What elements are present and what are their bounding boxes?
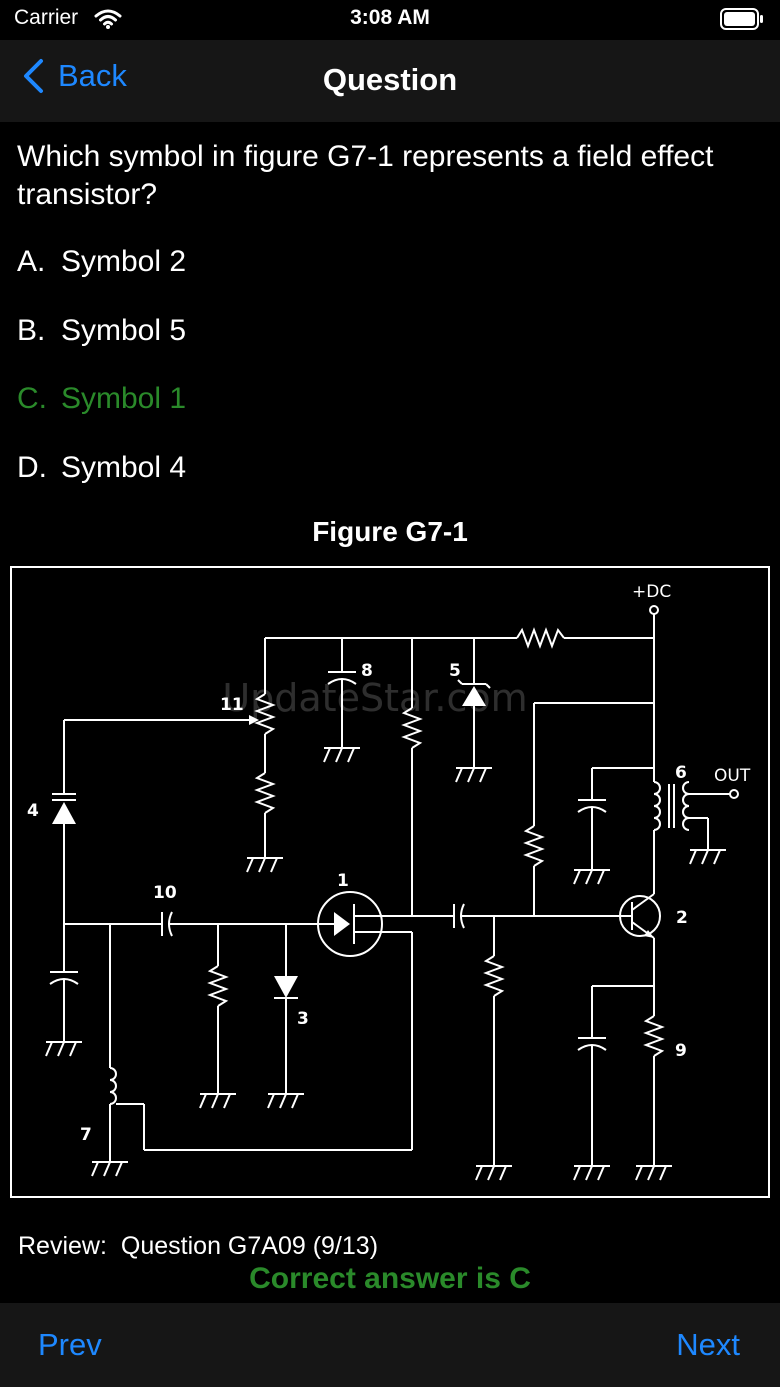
symbol-label-9: 9 (675, 1041, 687, 1061)
answer-letter: B. (17, 314, 46, 347)
clock: 3:08 AM (350, 6, 430, 29)
review-label: Review: (18, 1232, 107, 1260)
correct-answer-message: Correct answer is C (249, 1262, 531, 1295)
symbol-label-11: 11 (220, 695, 244, 715)
symbol-label-1: 1 (337, 871, 349, 891)
prev-button[interactable]: Prev (38, 1327, 102, 1362)
output-label: OUT (714, 766, 751, 786)
back-button[interactable]: Back (22, 58, 127, 94)
symbol-label-10: 10 (153, 883, 177, 903)
answer-option-c[interactable]: C. Symbol 1 (17, 379, 186, 419)
symbol-label-4: 4 (27, 801, 39, 821)
page-title: Question (322, 62, 458, 97)
symbol-label-7: 7 (80, 1125, 92, 1145)
answer-option-d[interactable]: D. Symbol 4 (17, 448, 186, 488)
symbol-label-2: 2 (676, 908, 688, 928)
dc-supply-label: +DC (632, 582, 671, 602)
next-button[interactable]: Next (676, 1327, 740, 1362)
answer-letter: C. (17, 382, 47, 415)
answer-text: Symbol 2 (61, 245, 187, 278)
carrier-label: Carrier (14, 6, 79, 29)
answer-text: Symbol 4 (61, 451, 187, 484)
symbol-label-3: 3 (297, 1009, 309, 1029)
navigation-bar: Back Question (0, 40, 780, 122)
back-label: Back (58, 58, 127, 93)
answer-option-b[interactable]: B. Symbol 5 (17, 311, 186, 351)
answer-text: Symbol 1 (61, 382, 187, 415)
symbol-label-5: 5 (449, 661, 461, 681)
battery-icon (720, 8, 764, 35)
figure-title: Figure G7-1 (312, 516, 468, 547)
review-question-id: Question G7A09 (9/13) (120, 1232, 379, 1260)
answer-letter: D. (17, 451, 47, 484)
symbol-label-8: 8 (361, 661, 373, 681)
answer-letter: A. (17, 245, 46, 278)
circuit-schematic: UpdateStar.com (27, 582, 751, 1181)
symbol-label-6: 6 (675, 763, 687, 783)
review-line: Review: Question G7A09 (9/13) (18, 1232, 378, 1261)
bottom-toolbar: Prev Next (0, 1303, 780, 1387)
status-bar: Carrier 3:08 AM (0, 0, 780, 40)
circuit-figure: UpdateStar.com (10, 566, 770, 1198)
question-text: Which symbol in figure G7-1 represents a… (17, 140, 714, 211)
wifi-icon (94, 9, 122, 34)
chevron-left-icon (24, 59, 43, 93)
answer-text: Symbol 5 (61, 314, 187, 347)
answer-option-a[interactable]: A. Symbol 2 (17, 242, 186, 282)
watermark: UpdateStar.com (222, 676, 527, 720)
